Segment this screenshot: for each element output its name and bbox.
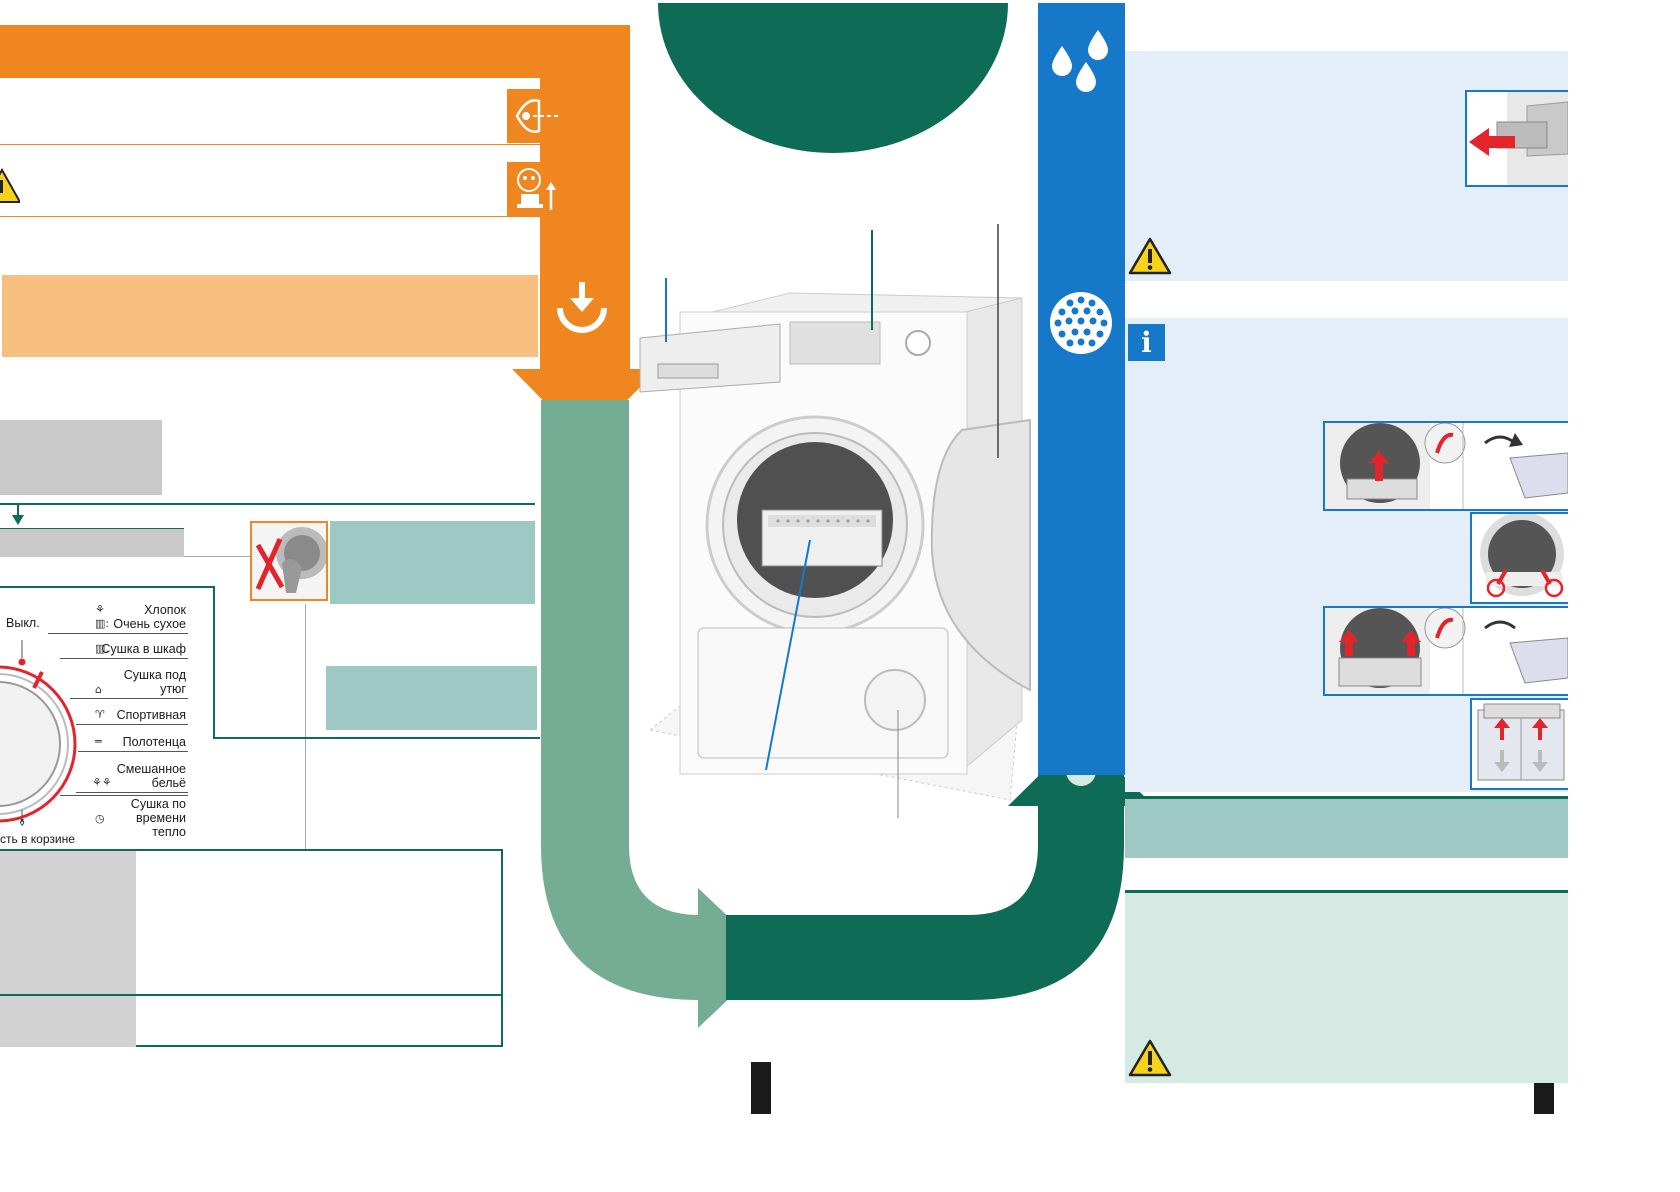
program-divider [78, 751, 188, 752]
bottom-table [0, 849, 503, 1047]
orange-divider-1 [0, 144, 540, 145]
dark-green-rule-1 [1125, 796, 1568, 799]
mixed-load-icon: ⚘⚘ [92, 776, 112, 789]
orange-top-bar [0, 25, 630, 78]
blue-column [1038, 3, 1125, 775]
program-mixed-load-line2: бельё [151, 776, 186, 790]
cotton-icon: ⚘ [95, 603, 105, 616]
teal-info-box-1 [330, 521, 535, 604]
dial-bottom-icon: ⚱ [18, 818, 27, 829]
dark-green-half-circle [658, 3, 1008, 153]
program-dial[interactable] [0, 640, 90, 850]
dryer-illustration [639, 224, 1031, 818]
table-row-divider [0, 994, 501, 996]
filter-mesh-icon [1050, 292, 1112, 354]
very-dry-icon: ▥: [95, 617, 110, 630]
gray-strip [0, 528, 184, 557]
mint-info-panel [1125, 893, 1568, 1083]
filter-step-picture-2 [1470, 512, 1568, 604]
install-download-icon [557, 282, 607, 333]
program-divider [70, 698, 188, 699]
program-iron-dry-line1: Сушка под [123, 668, 186, 682]
warning-icon [1128, 1039, 1172, 1077]
sportswear-icon: ♈ [95, 708, 105, 721]
warning-icon [1128, 237, 1172, 275]
green-strip-line [0, 528, 184, 529]
no-hand-in-drum-picture [250, 521, 328, 601]
unplug-icon [507, 162, 561, 216]
orange-divider-2 [0, 216, 540, 217]
dark-green-rule-2 [1125, 890, 1568, 893]
green-rule [0, 503, 535, 505]
program-cotton-label[interactable]: Хлопок [144, 603, 186, 617]
gray-vertical-rule [305, 604, 306, 849]
orange-info-box [2, 275, 538, 357]
gray-connector [184, 556, 250, 557]
water-drops-icon [1052, 30, 1108, 92]
dial-frame-right [213, 586, 215, 739]
warning-icon [0, 168, 20, 203]
teal-info-box-2 [326, 666, 537, 730]
program-very-dry-label[interactable]: Очень сухое [113, 617, 186, 631]
eye-laser-icon [507, 89, 561, 143]
dial-frame-bottom [213, 737, 540, 739]
iron-dry-icon: ⌂ [95, 683, 102, 696]
filter-step-picture-3 [1323, 606, 1569, 696]
small-down-arrow-icon [12, 505, 24, 525]
program-time-warm-line1: Сушка по времени [130, 797, 186, 825]
program-sportswear-label[interactable]: Спортивная [116, 708, 186, 722]
program-mixed-load-line1: Смешанное [116, 762, 186, 776]
gray-placeholder-box [0, 420, 162, 495]
dial-off-label: Выкл. [6, 616, 40, 630]
program-divider [76, 792, 188, 793]
table-header-cell-2 [0, 996, 136, 1047]
water-container-picture [1465, 90, 1569, 187]
towels-icon: ═ [95, 735, 102, 748]
page-crop-mark-1 [751, 1062, 771, 1114]
teal-result-box [1125, 799, 1568, 858]
program-divider [76, 724, 188, 725]
program-iron-dry-line2: утюг [160, 682, 186, 696]
table-header-cell-1 [0, 851, 136, 994]
program-divider [60, 795, 188, 796]
program-time-warm-line2: тепло [152, 825, 186, 839]
cupboard-dry-icon: ▥. [95, 642, 109, 655]
dial-bottom-label: сть в корзине [0, 832, 75, 846]
info-icon: i [1128, 324, 1165, 361]
filter-step-picture-1 [1323, 421, 1569, 511]
dial-frame-top [0, 586, 215, 588]
program-towels-label[interactable]: Полотенца [122, 735, 186, 749]
program-divider [60, 658, 188, 659]
program-cupboard-dry-label[interactable]: Сушка в шкаф [101, 642, 186, 656]
time-warm-icon: ◷ [95, 812, 105, 825]
filter-step-picture-4 [1470, 698, 1568, 790]
program-divider [48, 633, 188, 634]
